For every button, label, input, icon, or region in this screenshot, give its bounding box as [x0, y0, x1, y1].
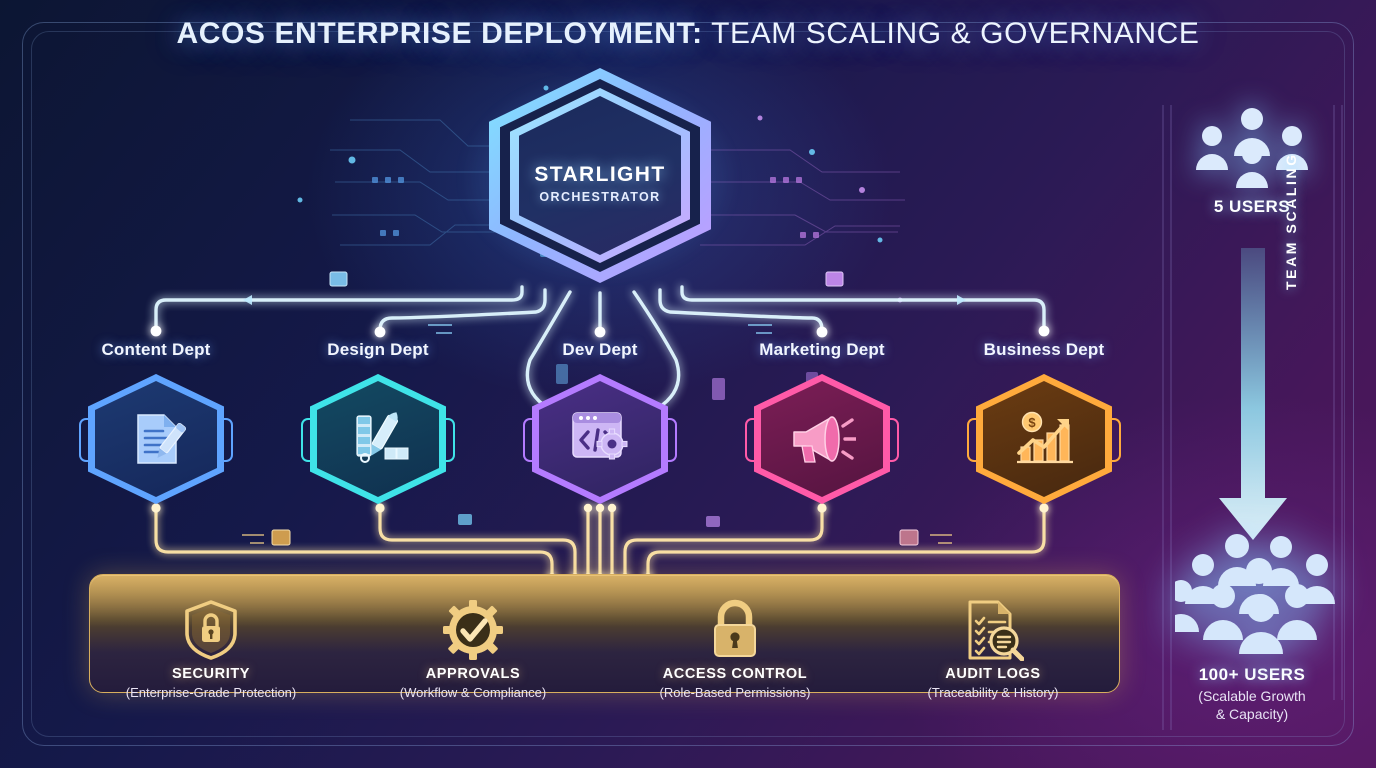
department-label: Design Dept — [327, 340, 429, 359]
governance-item-security[interactable]: SECURITY (Enterprise-Grade Protection) — [86, 594, 336, 700]
padlock-icon — [714, 599, 756, 657]
svg-text:$: $ — [1028, 415, 1036, 430]
governance-sub: (Role-Based Permissions) — [659, 685, 811, 700]
gear-check-icon — [443, 600, 503, 660]
department-design[interactable]: Design Dept — [293, 340, 463, 504]
checklist-magnifier-icon — [968, 600, 1024, 661]
governance-item-approvals[interactable]: APPROVALS (Workflow & Compliance) — [348, 594, 598, 700]
department-content[interactable]: Content Dept — [71, 340, 241, 504]
department-marketing[interactable]: Marketing Dept — [737, 340, 907, 504]
orchestrator-subtitle: ORCHESTRATOR — [539, 190, 661, 204]
governance-sub: (Workflow & Compliance) — [399, 685, 547, 700]
small-user-group-icon — [1196, 108, 1308, 188]
starlight-orchestrator-node[interactable]: STARLIGHT ORCHESTRATOR — [399, 8, 799, 348]
page-title: ACOS ENTERPRISE DEPLOYMENT: TEAM SCALING… — [0, 17, 1376, 51]
scaling-end-sub-line1: (Scalable Growth — [1198, 688, 1306, 704]
department-label: Marketing Dept — [759, 340, 885, 359]
scaling-end-caption: 100+ USERS — [1198, 665, 1306, 684]
governance-name: ACCESS CONTROL — [662, 666, 808, 682]
shield-lock-icon — [185, 600, 237, 660]
department-business[interactable]: Business Dept $ — [959, 340, 1129, 504]
palette-brush-icon — [356, 412, 409, 463]
governance-bar — [89, 574, 1120, 693]
department-label: Business Dept — [983, 340, 1105, 359]
governance-item-access-control[interactable]: ACCESS CONTROL (Role-Based Permissions) — [610, 594, 860, 700]
scaling-end-block: 100+ USERS (Scalable Growth & Capacity) — [1148, 532, 1356, 724]
page-title-bold: ACOS ENTERPRISE DEPLOYMENT: — [176, 17, 702, 50]
governance-items: SECURITY (Enterprise-Grade Protection) — [89, 574, 1120, 734]
code-window-gear-icon — [572, 412, 628, 460]
orchestrator-name: STARLIGHT — [534, 163, 666, 186]
team-scaling-column: 5 USERS 100+ USERS (Scalable Growth — [1148, 100, 1356, 730]
department-label: Dev Dept — [562, 340, 638, 359]
large-user-crowd-icon — [1163, 534, 1335, 654]
team-scaling-axis-label: TEAM SCALING — [1283, 152, 1299, 290]
governance-sub: (Traceability & History) — [927, 685, 1059, 700]
scaling-end-sub-line2: & Capacity) — [1215, 705, 1289, 722]
megaphone-icon — [793, 416, 856, 463]
governance-name: AUDIT LOGS — [945, 666, 1041, 682]
governance-sub: (Enterprise-Grade Protection) — [125, 685, 297, 700]
governance-name: SECURITY — [171, 666, 251, 682]
page-title-light: TEAM SCALING & GOVERNANCE — [711, 17, 1200, 50]
scaling-start-caption: 5 USERS — [1213, 197, 1291, 216]
governance-name: APPROVALS — [425, 666, 521, 682]
growth-chart-dollar-icon: $ — [1017, 411, 1073, 464]
document-pencil-icon — [137, 414, 187, 464]
scaling-start-block: 5 USERS — [1148, 100, 1356, 217]
governance-item-audit-logs[interactable]: AUDIT LOGS (Traceability & History) — [868, 594, 1118, 700]
department-dev[interactable]: Dev Dept — [515, 340, 685, 504]
department-label: Content Dept — [101, 340, 211, 359]
